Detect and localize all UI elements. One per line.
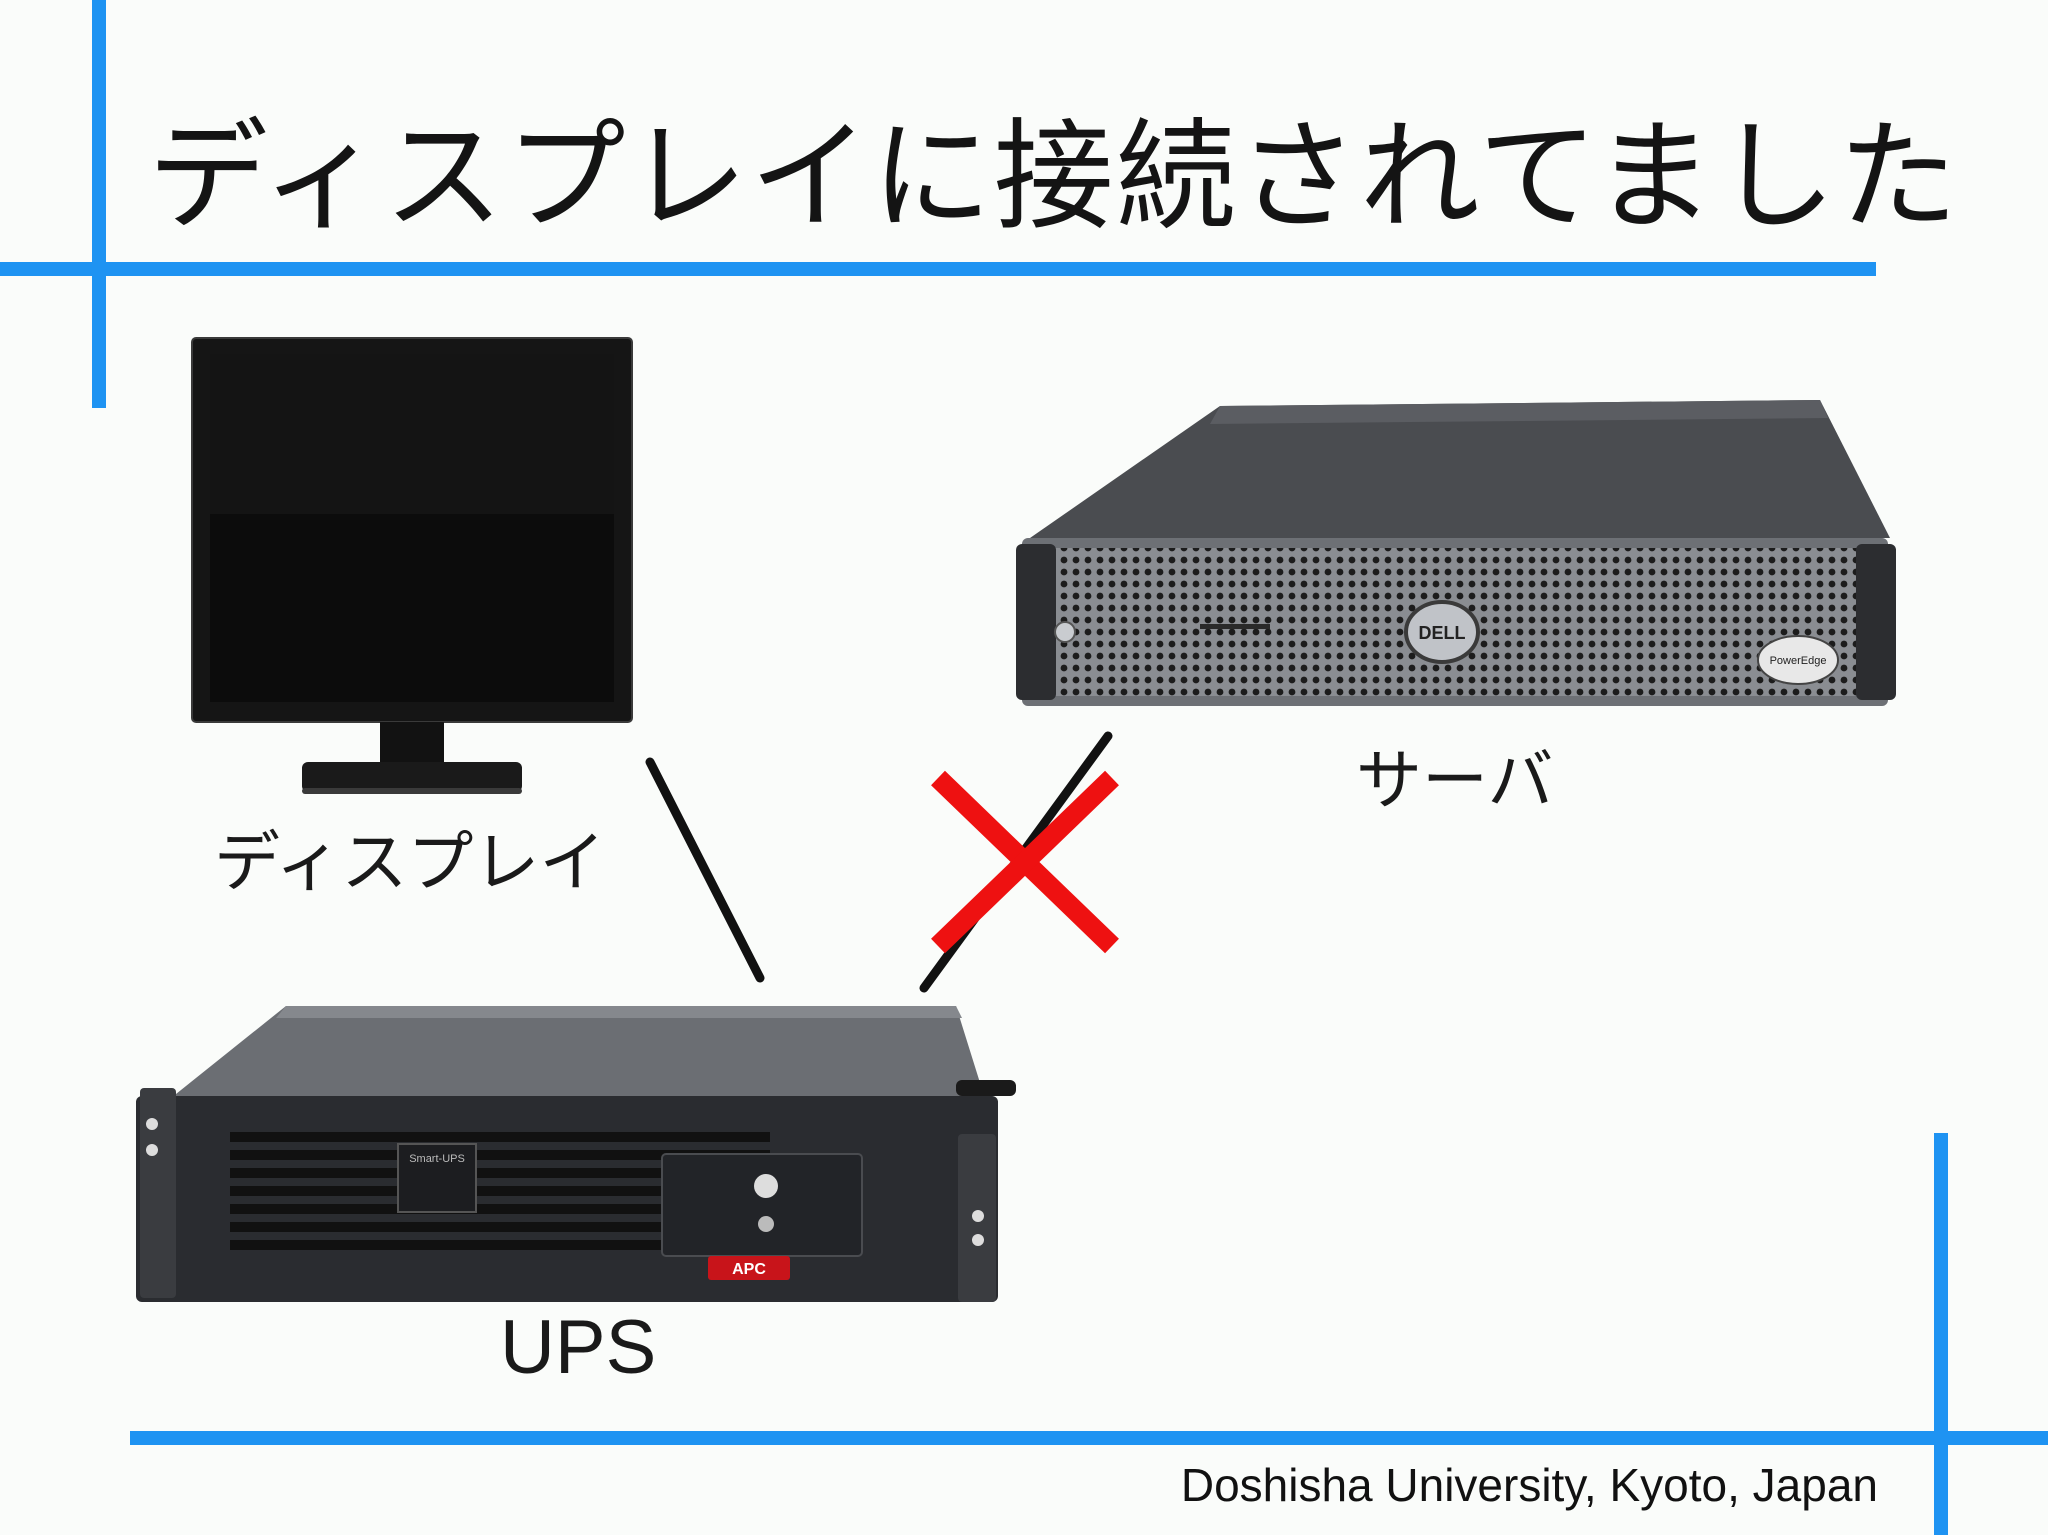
server-label: サーバ	[1356, 742, 1554, 819]
rack-ups-icon: Smart-UPS APC	[136, 1006, 1016, 1302]
rack-server-icon: DELL PowerEdge	[1016, 400, 1896, 706]
frame-bar-bottom-vertical	[1934, 1133, 1948, 1535]
ups-label: UPS	[500, 1305, 657, 1390]
not-connected-cross-icon	[931, 770, 1119, 954]
slide-title: ディスプレイに接続されてました	[148, 108, 1960, 247]
footer-affiliation: Doshisha University, Kyoto, Japan	[1180, 1459, 1878, 1511]
ups-brand-text: APC	[732, 1261, 766, 1278]
server-model-text: PowerEdge	[1770, 655, 1827, 667]
display-label: ディスプレイ	[214, 824, 606, 901]
monitor-icon	[191, 337, 633, 794]
frame-bar-top-vertical	[92, 0, 106, 408]
ups-panel-text: Smart-UPS	[409, 1153, 465, 1165]
frame-bar-top-horizontal	[0, 262, 1876, 276]
display-to-ups-line	[645, 757, 765, 983]
server-brand-text: DELL	[1419, 623, 1466, 643]
frame-bar-bottom-horizontal	[130, 1431, 2048, 1445]
